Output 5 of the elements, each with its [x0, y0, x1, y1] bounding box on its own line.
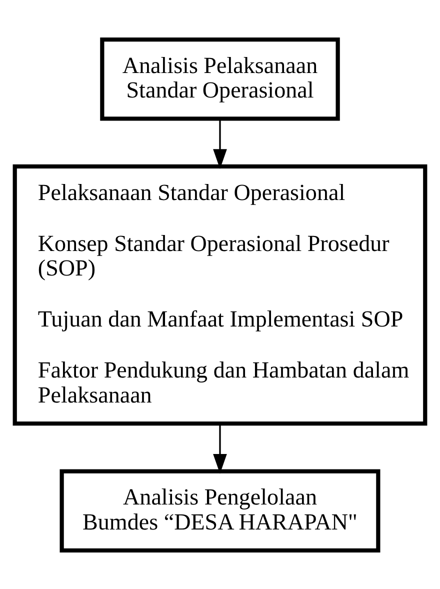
node-box: Analisis Pengelolaan Bumdes “DESA HARAPAN": [60, 468, 380, 552]
node-box: Analisis Pelaksanaan Standar Operasional: [100, 37, 340, 120]
arrow: [213, 423, 227, 474]
node-box: Pelaksanaan Standar Operasional Konsep Standar Operasional Prosedur (SOP) Tujuan dan Manfaat Implementasi SOP Faktor Pendukung dan Hambatan dalam Pelaksanaan: [12, 164, 428, 426]
arrow: [213, 118, 227, 168]
